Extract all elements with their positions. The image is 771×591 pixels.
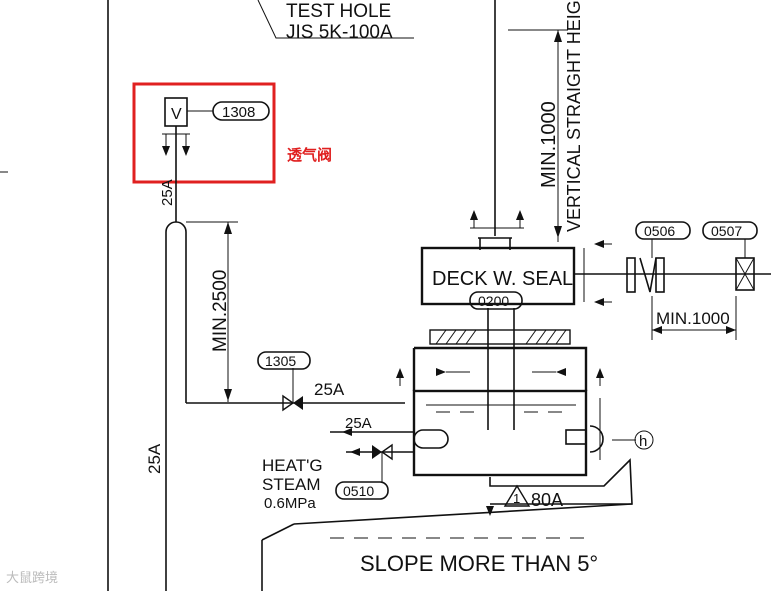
flow-inner-arrow-left xyxy=(436,368,446,376)
deck-hatch-band xyxy=(429,329,571,345)
heating-coil xyxy=(413,429,449,449)
vent-valve-tag-bubble xyxy=(212,101,270,121)
deck-hatch xyxy=(435,329,567,345)
steam-pipe-size: 25A xyxy=(345,415,372,432)
steam-arrow-upper xyxy=(342,428,352,436)
test-hole-spec: JIS 5K-100A xyxy=(286,22,393,43)
slope-edge xyxy=(261,523,295,541)
seal-tank xyxy=(412,389,588,477)
seal-body-top xyxy=(414,346,588,391)
drain-delta-symbol xyxy=(503,484,531,507)
drain-delta-number: 1 xyxy=(513,491,520,506)
deck-seal-tag: 0200 xyxy=(478,293,509,309)
pipe-size-top: 25A xyxy=(159,179,176,206)
test-hole-label: TEST HOLE xyxy=(286,1,391,22)
drain-trunk xyxy=(489,458,633,505)
vent-callout-box xyxy=(132,82,276,184)
heating-label-2: STEAM xyxy=(262,475,321,494)
tag-0506-bubble xyxy=(635,221,691,240)
vertical-min-dim: MIN.1000 xyxy=(538,101,560,188)
valve-0510-tag: 0510 xyxy=(343,483,374,499)
deck-seal-top-box xyxy=(420,246,576,306)
tag-0506: 0506 xyxy=(644,223,675,239)
deck-seal-label: DECK W. SEAL xyxy=(432,268,573,290)
deck-seal-tag-bubble xyxy=(469,291,523,310)
hdim-arrow-right xyxy=(726,326,736,334)
valve-1305-tag: 1305 xyxy=(265,353,296,369)
watermark: 大鼠跨境 xyxy=(6,571,58,586)
dim-arrow-bottom xyxy=(554,226,562,238)
bellows-0506 xyxy=(639,257,657,293)
vent-valve-tag: 1308 xyxy=(222,104,255,121)
level-h-label: h xyxy=(639,433,647,450)
flow-left-arrow xyxy=(396,368,404,378)
level-h-circle xyxy=(634,430,654,450)
flow-right-arrow xyxy=(596,368,604,378)
valve-0510-right xyxy=(380,443,393,461)
riser-min-dim: MIN.2500 xyxy=(210,270,231,352)
drain-size: 80A xyxy=(531,490,563,510)
tag-0507: 0507 xyxy=(711,223,742,239)
slope-line xyxy=(293,503,633,525)
slope-note: SLOPE MORE THAN 5° xyxy=(360,551,598,576)
valve-0507-x2 xyxy=(735,257,755,291)
seal-vent-arrow-left xyxy=(470,210,478,220)
dim-arrow-top xyxy=(554,30,562,42)
blank-flange-0506 xyxy=(626,257,636,293)
valve-1305-left xyxy=(282,394,295,412)
level-gauge-port xyxy=(565,429,587,445)
seal-vent-arrow-right xyxy=(516,210,524,220)
tag-0507-bubble xyxy=(702,221,758,240)
level-gauge-cap xyxy=(589,425,604,453)
steam-arrow-lower xyxy=(350,448,360,456)
riser-bend xyxy=(165,221,187,233)
flow-right-upper-arrow xyxy=(594,240,604,248)
vent-arrow-left xyxy=(162,146,170,156)
vent-callout-label: 透气阀 xyxy=(287,146,332,164)
vent-valve-symbol: V xyxy=(171,106,182,123)
riser-dim-arrow-bottom xyxy=(224,389,232,401)
vent-arrow-right xyxy=(182,146,190,156)
flow-right-lower-arrow xyxy=(594,298,604,306)
hdim-min-1000: MIN.1000 xyxy=(656,309,730,328)
heating-label-3: 0.6MPa xyxy=(264,495,316,512)
flange-0506-right xyxy=(655,257,665,293)
valve-0510-tag-bubble xyxy=(335,481,389,500)
test-hole-leader xyxy=(257,0,414,39)
flow-inner-arrow-right xyxy=(556,368,566,376)
valve-1305-right xyxy=(293,396,303,410)
heating-label-1: HEAT'G xyxy=(262,456,323,475)
pipe-size-mid: 25A xyxy=(314,380,345,399)
valve-0510-left xyxy=(372,445,382,459)
hdim-arrow-left xyxy=(652,326,662,334)
pipe-size-left: 25A xyxy=(145,443,164,474)
valve-1305-tag-bubble xyxy=(257,351,311,370)
riser-dim-arrow-top xyxy=(224,222,232,234)
vertical-height-note: VERTICAL STRAIGHT HEIGHT xyxy=(564,0,584,232)
drain-arrow xyxy=(486,506,494,516)
